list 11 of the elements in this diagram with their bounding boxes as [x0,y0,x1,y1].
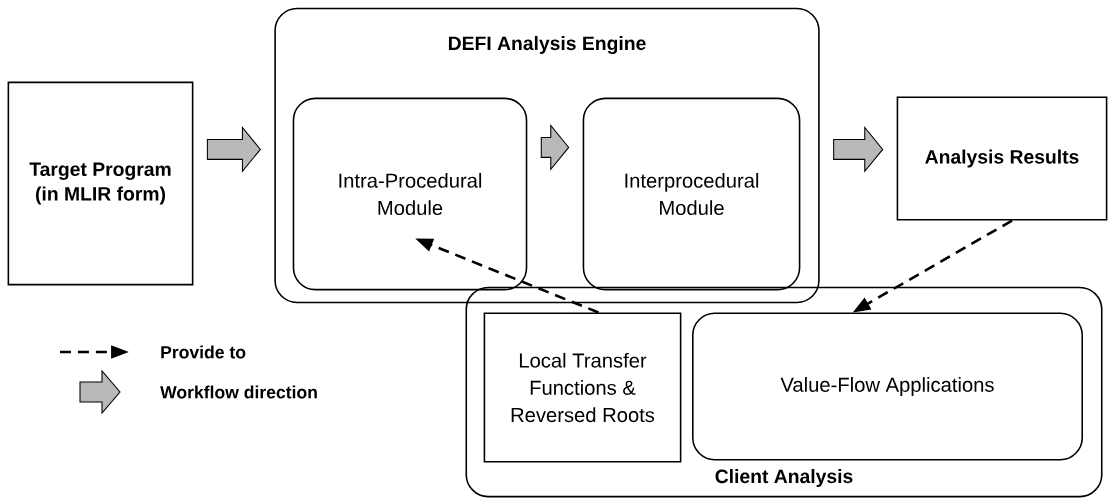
block-arrow [833,126,884,173]
block-arrow [206,126,262,173]
process-box: Target Program (in MLIR form) [7,81,194,286]
legend-label: Workflow direction [160,385,317,399]
legend-label: Provide to [161,345,246,359]
application-box: Value-Flow Applications [692,312,1083,461]
output-box: Analysis Results [896,96,1108,221]
module-box: Intra-Procedural Module [292,97,528,291]
block-arrow [540,124,570,171]
module-box: Interprocedural Module [582,97,801,291]
function-box: Local Transfer Functions & Reversed Roots [483,312,682,463]
